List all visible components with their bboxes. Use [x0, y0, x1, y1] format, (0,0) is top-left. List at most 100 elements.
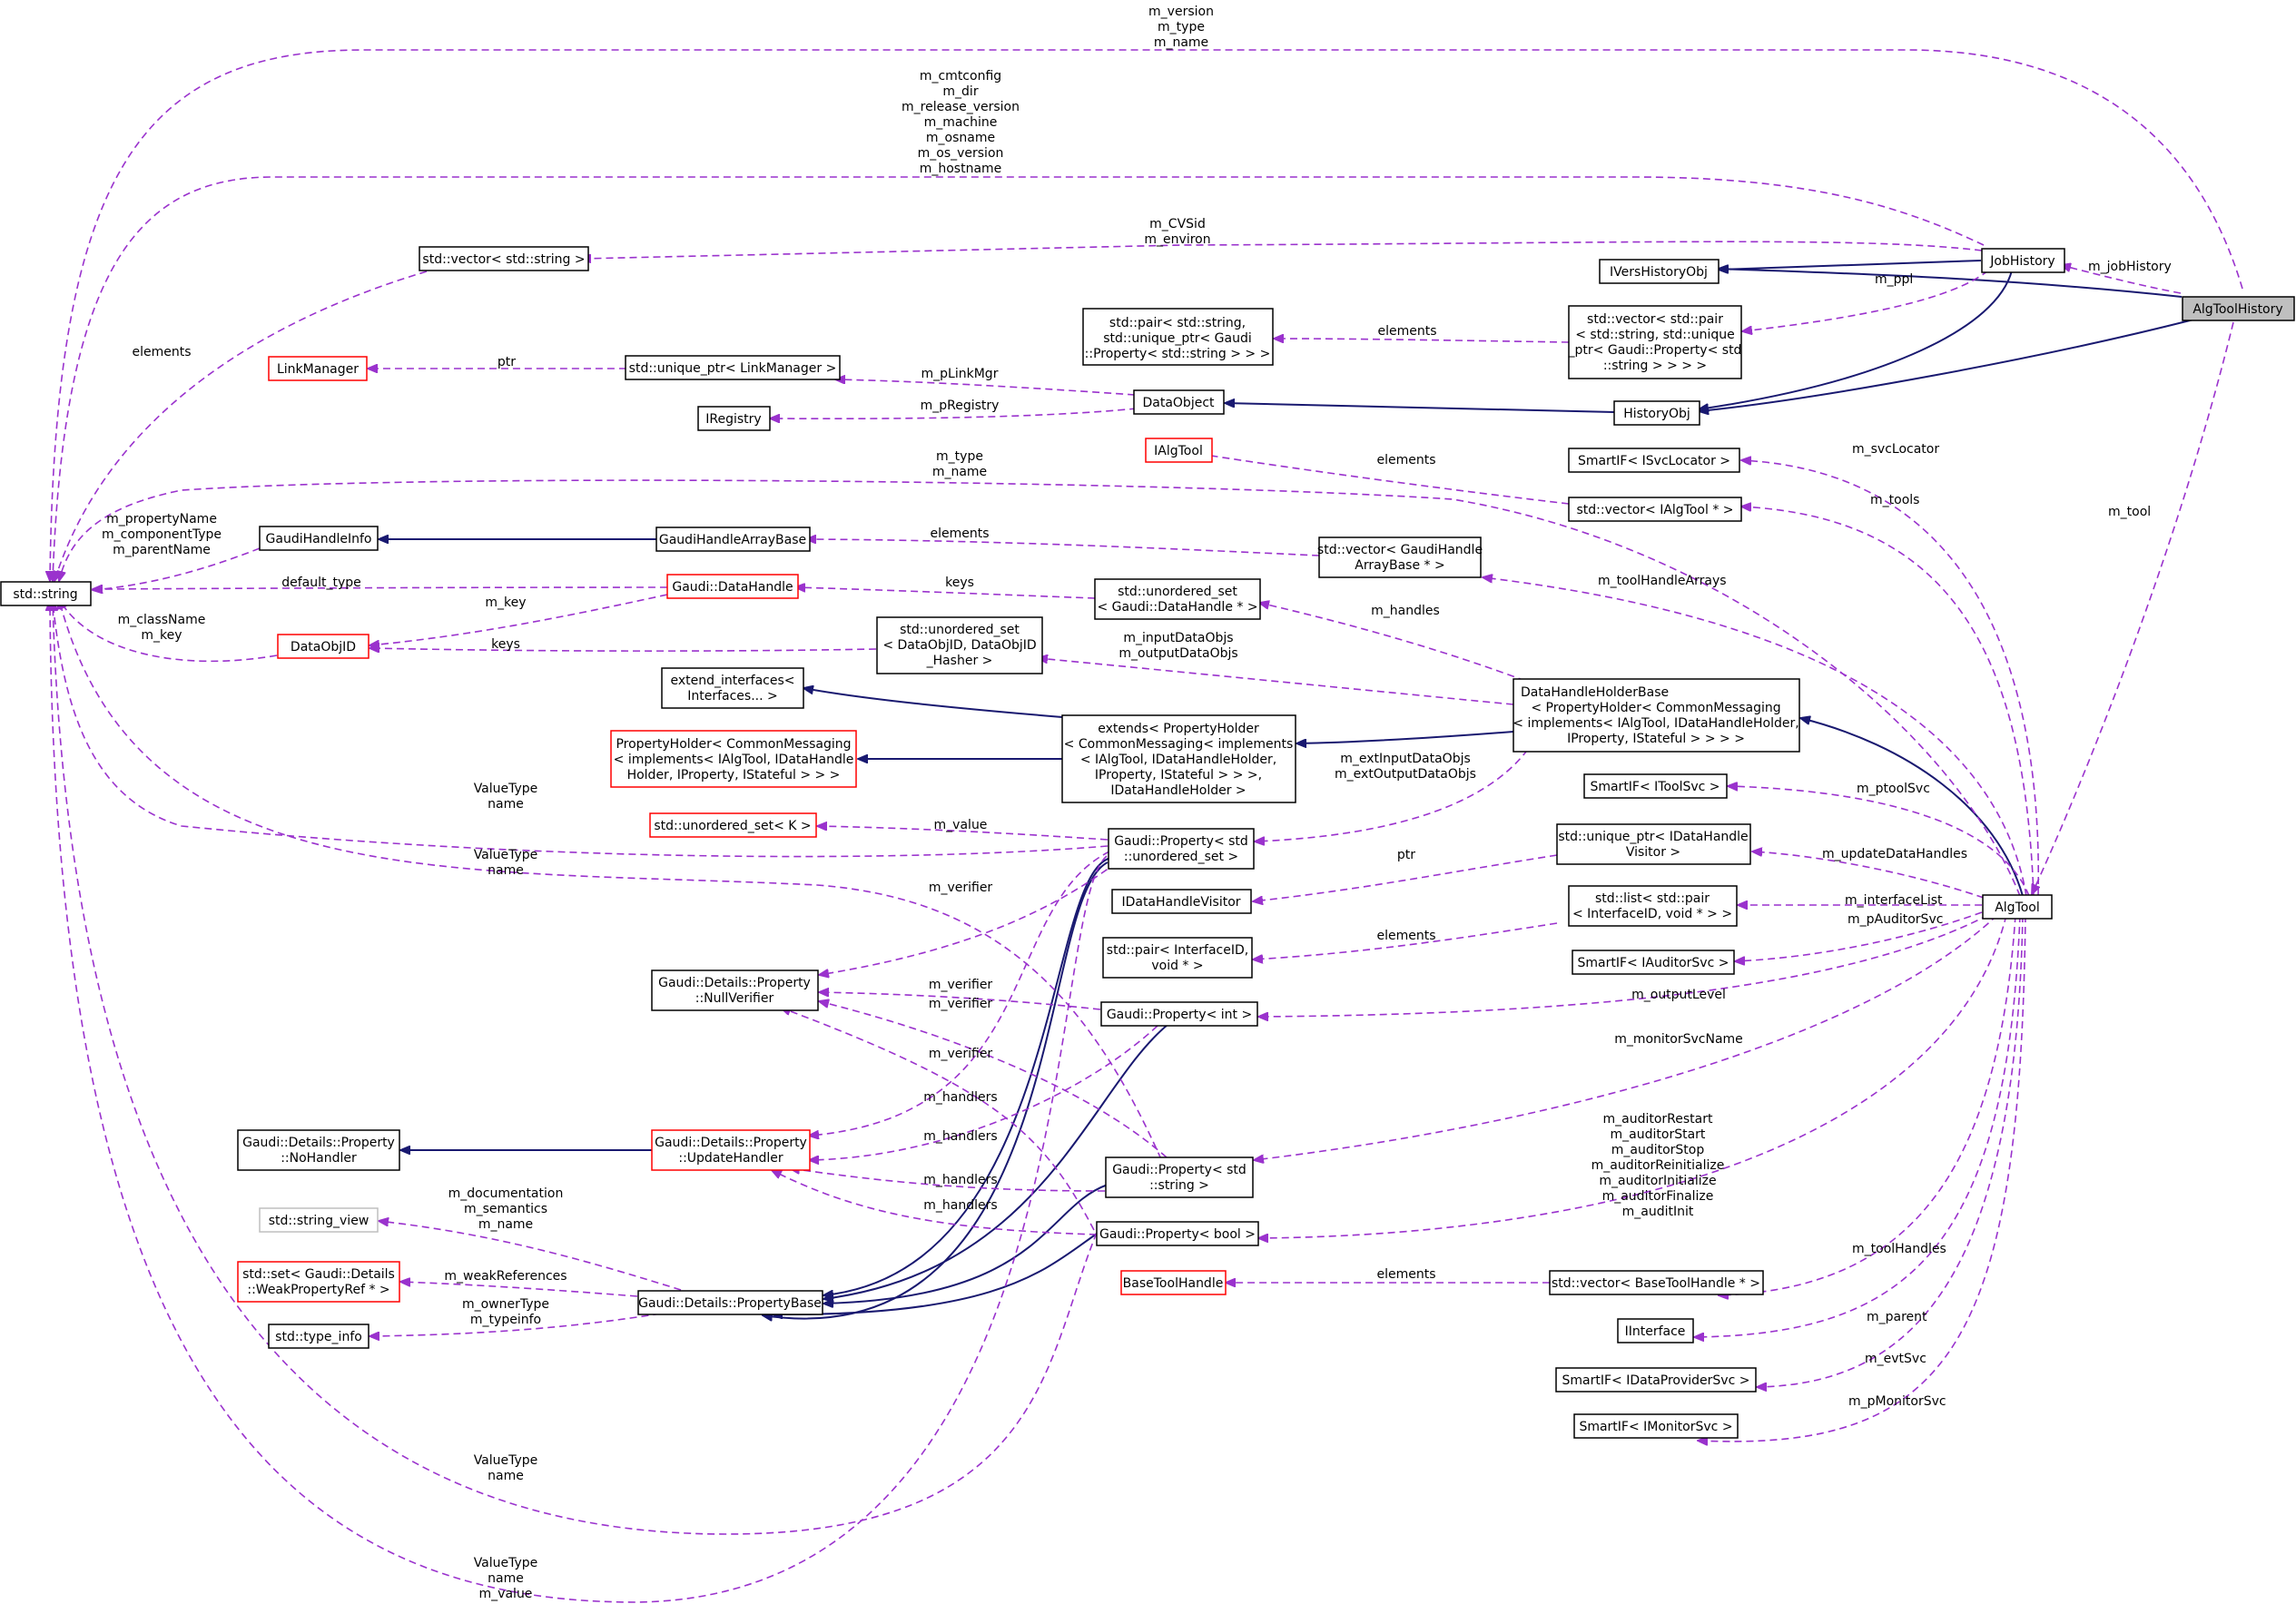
node-propertyholder[interactable]: PropertyHolder< CommonMessaging< impleme… [610, 730, 857, 788]
node-type-info[interactable]: std::type_info [268, 1324, 370, 1349]
node-list-pair-interfaceid[interactable]: std::list< std::pair< InterfaceID, void … [1568, 885, 1738, 927]
node-vector-string[interactable]: std::vector< std::string > [419, 246, 589, 271]
nodes: AlgToolHistory JobHistory IVersHistoryOb… [0, 246, 2295, 1439]
edge-propbool-updatehandler [772, 1170, 1098, 1235]
node-dataobject[interactable]: DataObject [1133, 389, 1225, 415]
node-property-bool[interactable]: Gaudi::Property< bool > [1096, 1221, 1259, 1246]
node-nohandler[interactable]: Gaudi::Details::Property::NoHandler [237, 1129, 400, 1171]
edge-label-m-key: m_key [485, 595, 526, 610]
node-linkmanager[interactable]: LinkManager [268, 356, 368, 381]
edge-label-elements-vecstr: elements [132, 345, 191, 359]
edge-algtool-dataprovidersvc [1757, 914, 2024, 1387]
node-unordered-set-dataobjid[interactable]: std::unordered_set< DataObjID, DataObjID… [876, 616, 1043, 674]
node-algtoolhistory[interactable]: AlgToolHistory [2182, 296, 2295, 321]
node-std-string[interactable]: std::string [0, 581, 92, 606]
edge-vechandlearray-handlearray [806, 539, 1320, 556]
svg-text:std::vector< IAlgTool * >: std::vector< IAlgTool * > [1577, 503, 1734, 517]
node-gaudi-datahandle[interactable]: Gaudi::DataHandle [666, 574, 799, 599]
node-smartif-iauditorsvc[interactable]: SmartIF< IAuditorSvc > [1572, 950, 1735, 975]
edge-datahandleholder-unorderedsetid [1038, 658, 1514, 705]
svg-text:Gaudi::Property< bool >: Gaudi::Property< bool > [1099, 1227, 1256, 1242]
node-basetoolhandle[interactable]: BaseToolHandle [1120, 1270, 1227, 1295]
edge-algtoolhistory-algtool [2032, 321, 2234, 894]
svg-text:HistoryObj: HistoryObj [1623, 407, 1690, 421]
edge-propertybase-stringview [379, 1221, 682, 1291]
edge-propbool-nullverifier [781, 1008, 1095, 1231]
node-idatahandlevisitor[interactable]: IDataHandleVisitor [1111, 889, 1252, 914]
edge-algtool-iinterface [1694, 914, 2021, 1337]
edge-propset-nullverifier [819, 861, 1118, 975]
edge-datahandleholder-propset [1255, 739, 1535, 841]
edge-label-ptr-linkmanager: ptr [498, 355, 516, 369]
node-unique-ptr-linkmanager[interactable]: std::unique_ptr< LinkManager > [625, 355, 841, 380]
node-dataobjid[interactable]: DataObjID [277, 634, 370, 659]
node-datahandleholderbase[interactable]: DataHandleHolderBase < PropertyHolder< C… [1513, 678, 1800, 753]
node-propertybase[interactable]: Gaudi::Details::PropertyBase [637, 1290, 823, 1315]
edge-propint-nullverifier [819, 992, 1101, 1010]
node-nullverifier[interactable]: Gaudi::Details::Property::NullVerifier [651, 969, 819, 1011]
edge-algtoolhistory-iverhistoryobj [1719, 269, 2183, 298]
edge-jobhistory-loop [53, 176, 1985, 581]
node-vector-basetoolhandle[interactable]: std::vector< BaseToolHandle * > [1549, 1270, 1764, 1295]
edge-algtool-propstring [1254, 914, 1998, 1160]
node-string-view[interactable]: std::string_view [259, 1207, 379, 1233]
node-unordered-set-datahandle[interactable]: std::unordered_set< Gaudi::DataHandle * … [1094, 578, 1261, 620]
node-gaudihandleinfo[interactable]: GaudiHandleInfo [259, 526, 379, 551]
edge-historyobj-dataobject [1225, 403, 1615, 413]
node-unordered-set-k[interactable]: std::unordered_set< K > [649, 812, 817, 838]
svg-text:std::set< Gaudi::Details::Weak: std::set< Gaudi::Details::WeakPropertyRe… [242, 1267, 395, 1297]
node-iverhistoryobj[interactable]: IVersHistoryObj [1599, 259, 1720, 284]
svg-text:JobHistory: JobHistory [1989, 254, 2055, 269]
node-jobhistory[interactable]: JobHistory [1981, 248, 2065, 273]
svg-text:Gaudi::Property< std::string >: Gaudi::Property< std::string > [1112, 1163, 1247, 1193]
edge-label-m-toolhandles: m_toolHandles [1852, 1242, 1946, 1256]
node-historyobj[interactable]: HistoryObj [1613, 400, 1700, 426]
node-set-weakpropertyref[interactable]: std::set< Gaudi::Details::WeakPropertyRe… [237, 1261, 400, 1303]
node-pair-string[interactable]: std::pair< std::string,std::unique_ptr< … [1082, 308, 1274, 366]
node-extend-interfaces[interactable]: extend_interfaces<Interfaces... > [661, 667, 804, 709]
edge-propset-stdstring-value [50, 601, 1108, 1603]
edge-label-m-tool: m_tool [2108, 505, 2151, 519]
node-iinterface[interactable]: IInterface [1617, 1318, 1694, 1343]
node-iregistry[interactable]: IRegistry [697, 406, 771, 431]
node-property-string[interactable]: Gaudi::Property< std::string > [1105, 1156, 1254, 1198]
svg-text:std::string: std::string [13, 587, 77, 602]
node-pair-interfaceid[interactable]: std::pair< InterfaceID,void * > [1102, 937, 1253, 979]
edge-label-m-handlers-3: m_handlers [923, 1173, 997, 1187]
node-smartif-itoolsvc[interactable]: SmartIF< IToolSvc > [1583, 773, 1728, 799]
svg-text:std::pair< InterfaceID,void *: std::pair< InterfaceID,void * > [1107, 943, 1248, 973]
node-smartif-idataprovidersvc[interactable]: SmartIF< IDataProviderSvc > [1555, 1367, 1757, 1393]
svg-text:std::vector< std::string >: std::vector< std::string > [422, 252, 585, 267]
edge-algtoolhistory-jobhistory [2061, 265, 2182, 294]
node-smartif-imonitorsvc[interactable]: SmartIF< IMonitorSvc > [1573, 1413, 1739, 1439]
edge-datahandleholderbase-extends [1296, 731, 1514, 743]
node-vector-ialgtool[interactable]: std::vector< IAlgTool * > [1568, 497, 1742, 522]
svg-text:IAlgTool: IAlgTool [1154, 444, 1203, 458]
node-smartif-isvclocator[interactable]: SmartIF< ISvcLocator > [1568, 448, 1740, 473]
node-algtool[interactable]: AlgTool [1982, 894, 2053, 920]
node-ialgtool[interactable]: IAlgTool [1145, 438, 1213, 463]
edge-dataobject-iregistry [770, 408, 1138, 418]
svg-text:IVersHistoryObj: IVersHistoryObj [1610, 265, 1708, 280]
edge-label-default-type: default_type [281, 576, 361, 590]
edge-label-m-tools: m_tools [1870, 493, 1919, 507]
node-property-int[interactable]: Gaudi::Property< int > [1100, 1001, 1258, 1027]
node-property-unordered-set[interactable]: Gaudi::Property< std::unordered_set > [1108, 828, 1255, 870]
svg-text:Gaudi::Details::Property::Null: Gaudi::Details::Property::NullVerifier [658, 976, 811, 1006]
edge-label-m-interfacelist: m_interfaceList [1845, 893, 1943, 908]
node-gaudihandlearraybase[interactable]: GaudiHandleArrayBase [655, 527, 811, 552]
svg-text:AlgTool: AlgTool [1995, 900, 2040, 915]
edge-algtool-uniqueptrvisitor [1752, 851, 1985, 899]
edge-label-ptr-visitor: ptr [1397, 848, 1415, 862]
node-vec-pair-string[interactable]: std::vector< std::pair< std::string, std… [1568, 305, 1742, 379]
edge-propset-stdstring [53, 601, 1109, 858]
node-updatehandler[interactable]: Gaudi::Details::Property::UpdateHandler [651, 1129, 811, 1171]
svg-text:IDataHandleVisitor: IDataHandleVisitor [1121, 895, 1240, 910]
node-extends[interactable]: extends< PropertyHolder< CommonMessaging… [1061, 714, 1296, 803]
